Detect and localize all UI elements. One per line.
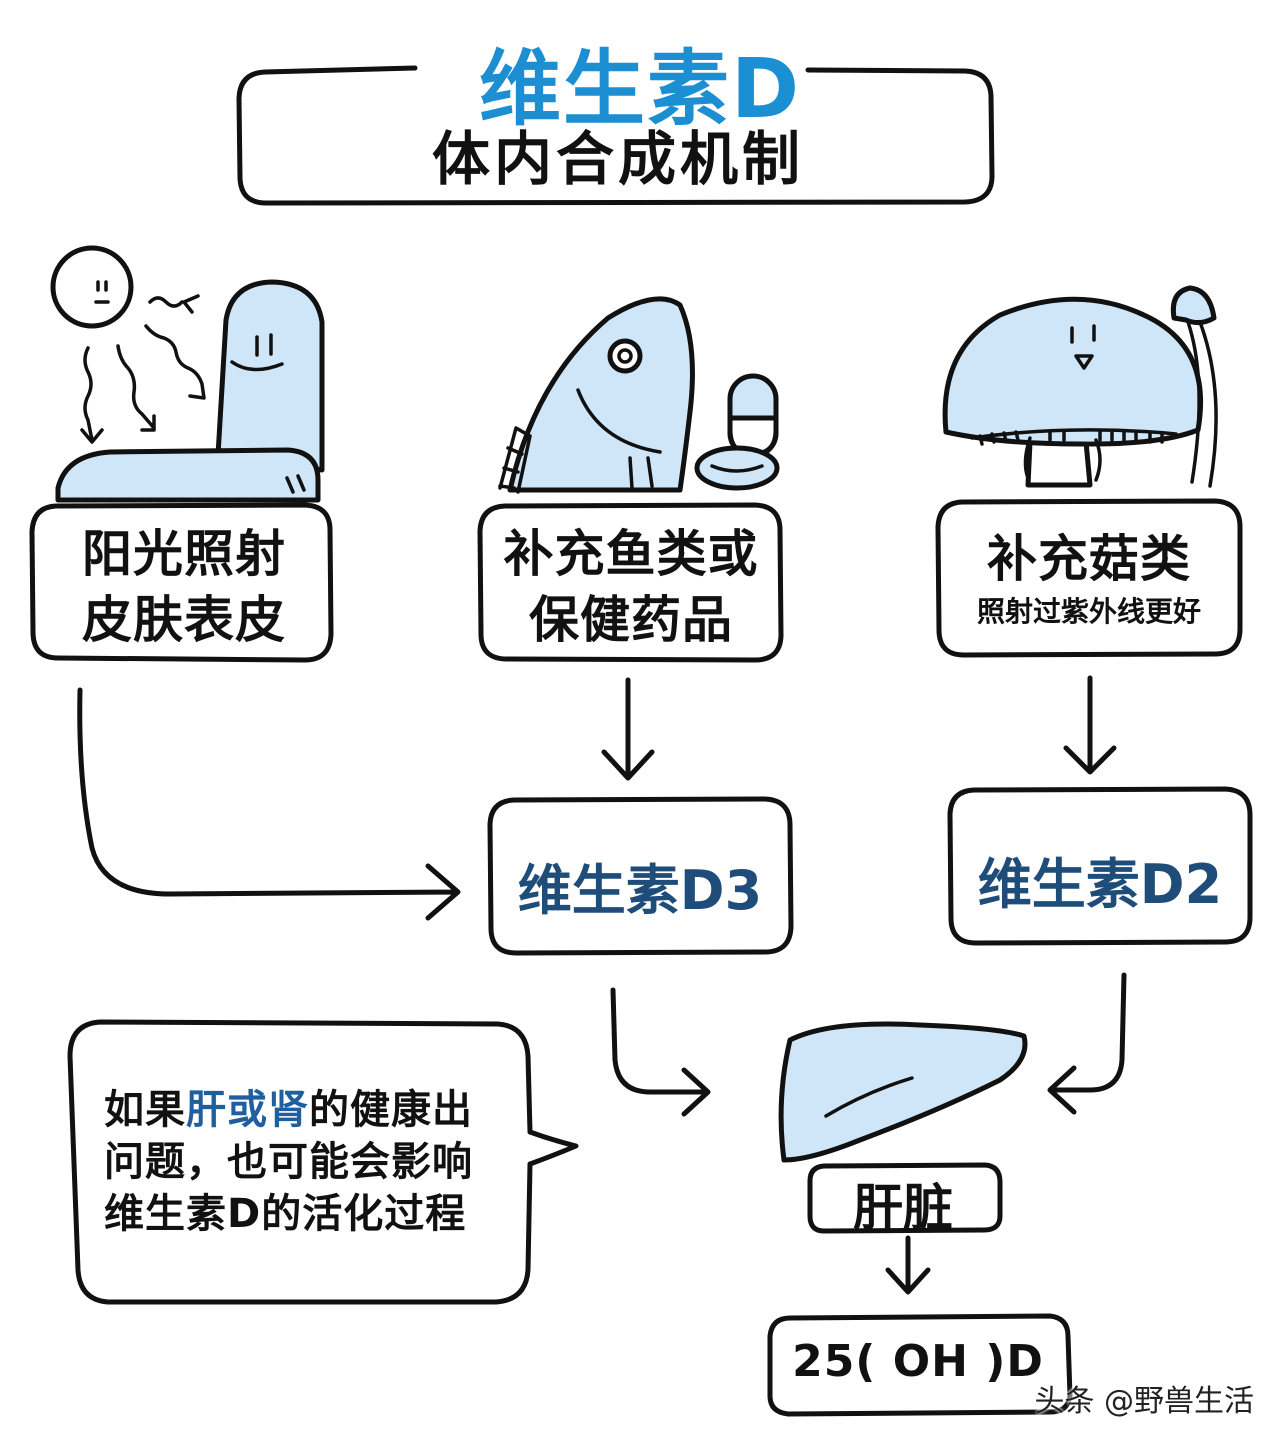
liver-icon xyxy=(778,1021,1028,1163)
liver-line xyxy=(824,1076,914,1118)
vitamin-d2-label: 维生素D2 xyxy=(977,853,1223,916)
d2-box xyxy=(947,786,1253,946)
sun-box xyxy=(29,502,334,663)
skin-figure-icon xyxy=(55,279,325,503)
diagram-title: 维生素D xyxy=(478,42,802,137)
sun-source-line-2: 皮肤表皮 xyxy=(82,591,286,649)
arrow-sun-to-d3 xyxy=(77,687,461,921)
note-highlight: 肝或肾 xyxy=(186,1087,309,1133)
arrow-d3-to-liver xyxy=(610,987,711,1117)
watermark: 头条 @野兽生活 xyxy=(1034,1384,1254,1419)
note-line-3: 维生素D的活化过程 xyxy=(104,1191,467,1237)
result-label: 25( OH )D xyxy=(792,1336,1044,1387)
fish-box xyxy=(477,502,784,663)
sun-person-icon xyxy=(50,245,206,444)
note-line-1-pre: 如果 xyxy=(104,1087,186,1133)
note-line-1: 如果肝或肾的健康出 xyxy=(104,1088,473,1132)
arrow-mushroom-to-d2 xyxy=(1063,675,1117,775)
mushroom-icon xyxy=(942,285,1218,488)
diagram-subtitle: 体内合成机制 xyxy=(431,125,804,193)
arrow-fish-to-d3 xyxy=(601,677,655,781)
note-line-1-post: 的健康出 xyxy=(309,1087,473,1133)
vitamin-d3-label: 维生素D3 xyxy=(517,859,763,922)
title-frame xyxy=(236,65,995,206)
mushroom-box xyxy=(935,498,1243,658)
sun-source-line-1: 阳光照射 xyxy=(82,525,286,583)
fish-source-line-2: 保健药品 xyxy=(529,591,733,649)
fish-icon xyxy=(498,296,695,494)
mushroom-source-line-2: 照射过紫外线更好 xyxy=(976,595,1201,628)
d3-box xyxy=(487,796,794,956)
arrow-d2-to-liver xyxy=(1047,972,1127,1115)
pill-icon xyxy=(694,373,780,491)
arrow-liver-to-result xyxy=(885,1235,931,1295)
note-bubble xyxy=(67,1019,579,1305)
mushroom-source-line-1: 补充菇类 xyxy=(987,530,1191,588)
liver-label: 肝脏 xyxy=(853,1179,953,1237)
note-line-2: 问题，也可能会影响 xyxy=(104,1139,473,1185)
result-box xyxy=(767,1313,1073,1417)
fish-source-line-1: 补充鱼类或 xyxy=(503,525,759,583)
liver-box xyxy=(807,1162,1003,1234)
